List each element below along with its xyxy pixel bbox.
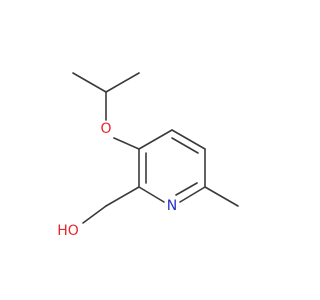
- bond-ring-c4-c5: [171, 129, 206, 150]
- bond-ring-c6-n-inner: [175, 182, 198, 196]
- bond-isopropyl-left-methyl: [72, 72, 107, 93]
- molecule-structure-diagram: O N HO: [57, 72, 239, 239]
- bond-isopropyl-right-methyl: [105, 72, 140, 93]
- atom-label-oxygen-ether: O: [100, 121, 111, 137]
- bond-ring-c6-n: [179, 186, 206, 203]
- bond-oxygen-to-ring: [113, 137, 140, 150]
- atom-label-nitrogen: N: [167, 198, 177, 214]
- bond-ch2-to-hydroxyl: [82, 205, 107, 224]
- bond-ring-to-ch2: [105, 186, 140, 207]
- bond-ring-methyl: [204, 186, 239, 207]
- bond-ring-n-c2: [138, 186, 165, 203]
- atom-label-hydroxyl: HO: [57, 223, 79, 239]
- bond-ring-c3-c4: [138, 129, 173, 150]
- bond-ring-c4-c5-inner: [171, 137, 199, 154]
